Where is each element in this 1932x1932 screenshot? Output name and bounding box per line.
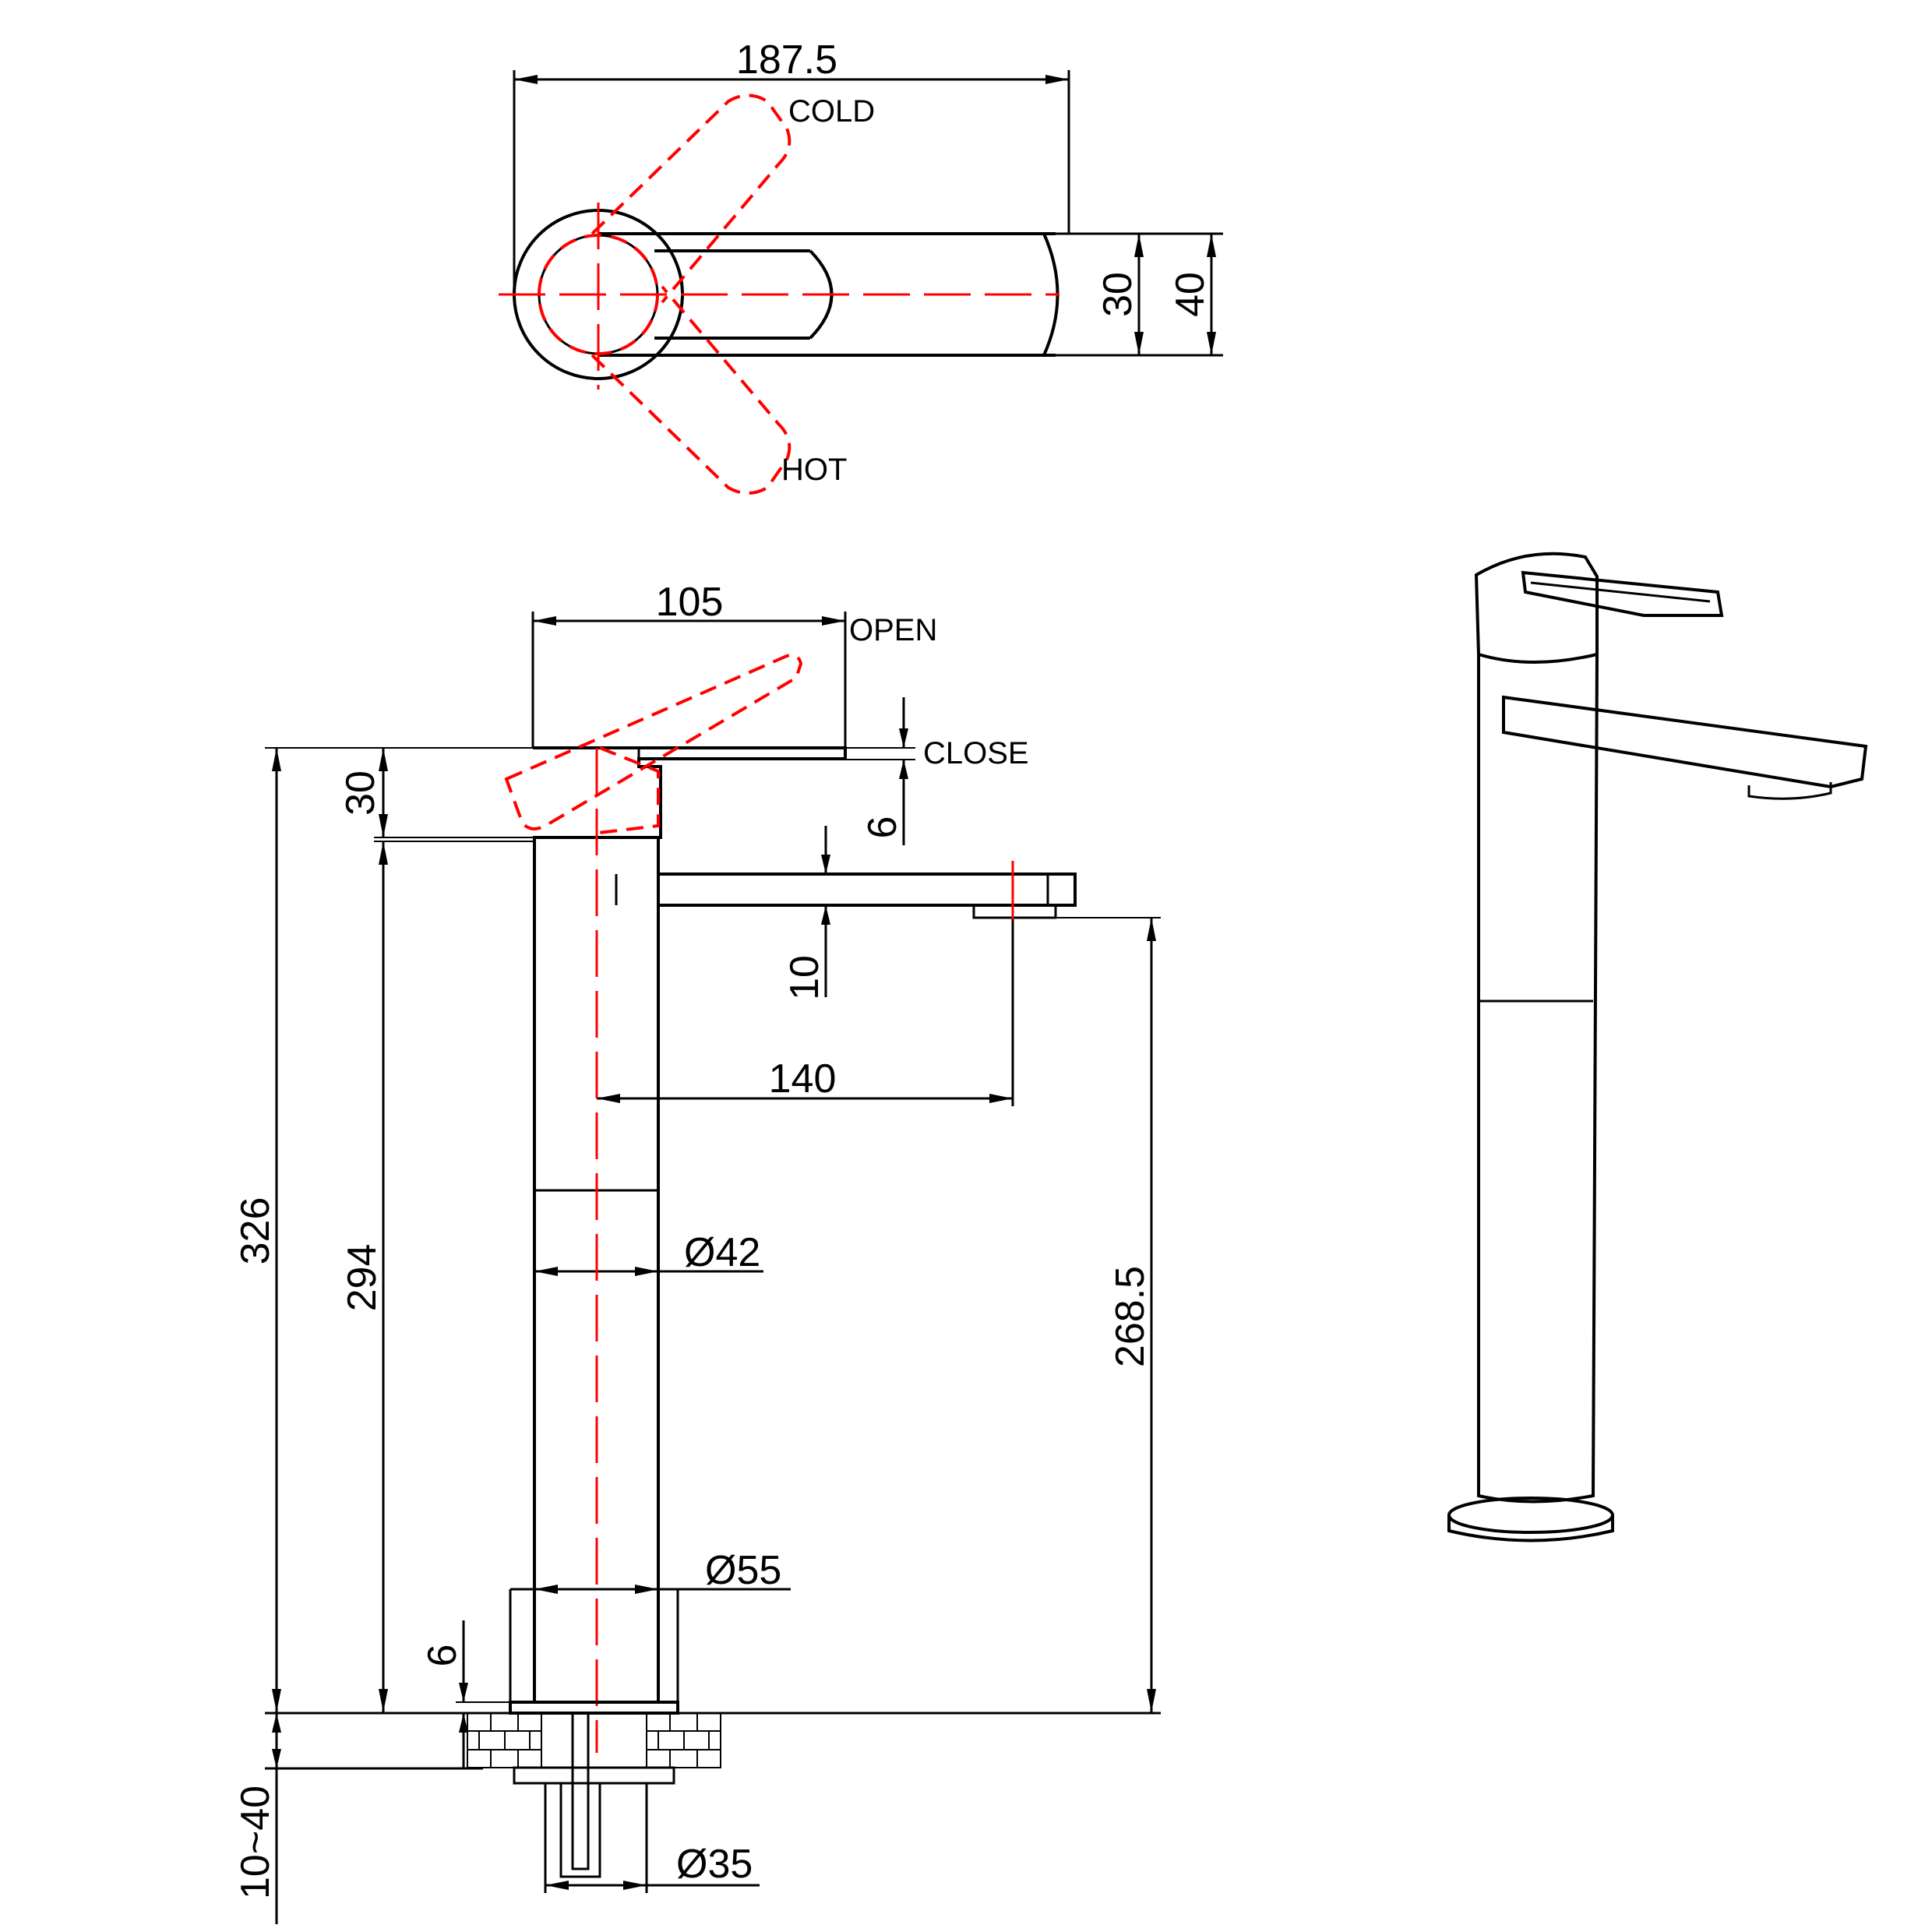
close-gap-dim: 6 [860, 816, 905, 839]
body-height-dim: 294 [340, 1244, 385, 1312]
spout-thickness-dim: 10 [782, 955, 827, 1000]
hot-label: HOT [781, 453, 847, 487]
close-label: CLOSE [923, 736, 1029, 770]
handle-height-dim: 30 [338, 770, 383, 816]
total-height-dim: 326 [233, 1197, 278, 1265]
top-view: 187.5 COLD HOT 30 40 [499, 37, 1223, 495]
handle-reach-dim: 105 [656, 580, 724, 625]
deck-section-right [646, 1712, 721, 1768]
isometric-view [1447, 552, 1868, 1542]
open-label: OPEN [849, 613, 937, 647]
outlet-height-dim: 268.5 [1108, 1266, 1153, 1367]
top-body-dim: 40 [1168, 272, 1213, 317]
body-diameter-dim: Ø42 [684, 1230, 760, 1275]
cold-label: COLD [788, 94, 875, 129]
spout-reach-dim: 140 [769, 1056, 837, 1102]
side-view: 105 OPEN CLOSE 6 30 [233, 580, 1161, 1924]
hole-diameter-dim: Ø35 [676, 1842, 753, 1887]
deck-thickness-dim: 10~40 [233, 1786, 278, 1899]
deck-section-left [467, 1712, 542, 1768]
top-lever-dim: 30 [1095, 272, 1141, 317]
base-height-dim: 6 [420, 1645, 465, 1667]
base-diameter-dim: Ø55 [705, 1548, 781, 1593]
top-width-dim: 187.5 [736, 37, 837, 83]
